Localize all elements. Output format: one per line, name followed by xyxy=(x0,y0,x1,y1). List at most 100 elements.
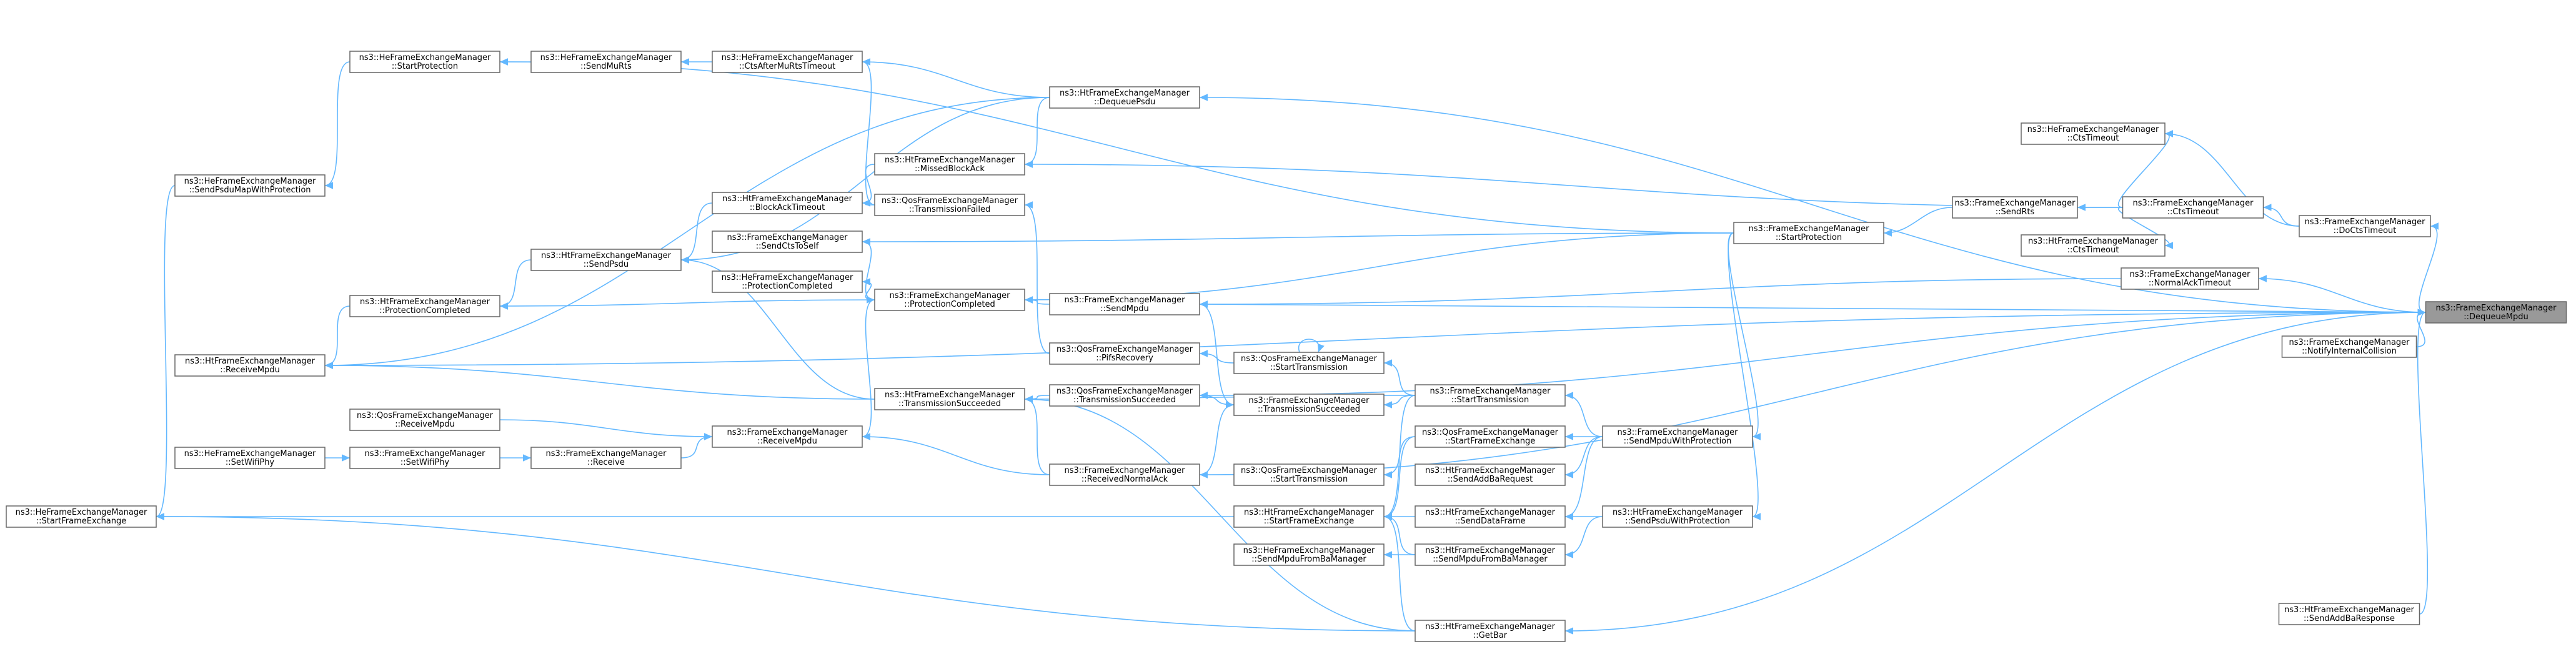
node-method-label: ::SendCtsToSelf xyxy=(756,242,819,251)
node-ht-transmission-succeeded[interactable]: ns3::HtFrameExchangeManager::Transmissio… xyxy=(874,388,1025,410)
node-ht-dequeue-psdu[interactable]: ns3::HtFrameExchangeManager::DequeuePsdu xyxy=(1049,86,1200,109)
node-method-label: ::SendMpduFromBaManager xyxy=(1251,555,1366,564)
node-class-label: ns3::QosFrameExchangeManager xyxy=(1241,354,1378,364)
node-box xyxy=(1049,384,1200,407)
node-he-cts-timeout[interactable]: ns3::HeFrameExchangeManager::CtsTimeout xyxy=(2021,122,2166,145)
node-ht-send-data-frame[interactable]: ns3::HtFrameExchangeManager::SendDataFra… xyxy=(1415,505,1566,528)
node-fem-send-rts[interactable]: ns3::FrameExchangeManager::SendRts xyxy=(1952,196,2078,219)
node-method-label: ::SendAddBaResponse xyxy=(2304,614,2395,623)
node-ht-block-ack-timeout[interactable]: ns3::HtFrameExchangeManager::BlockAckTim… xyxy=(712,192,863,214)
call-edge-ht_get_bar-to-ht_transmission_succeeded xyxy=(1024,395,1416,632)
node-fem-send-mpdu[interactable]: ns3::FrameExchangeManager::SendMpdu xyxy=(1049,293,1200,315)
node-box xyxy=(2299,215,2431,237)
node-fem-protection-completed[interactable]: ns3::FrameExchangeManager::ProtectionCom… xyxy=(874,289,1025,311)
node-method-label: ::DequeueMpdu xyxy=(2464,312,2528,322)
call-edge-ht_send_psdu-to-ht_protection_completed xyxy=(499,259,532,310)
node-box xyxy=(349,447,500,469)
node-class-label: ns3::HtFrameExchangeManager xyxy=(2028,237,2159,246)
node-class-label: ns3::FrameExchangeManager xyxy=(2132,199,2254,208)
node-fem-normal-ack-timeout[interactable]: ns3::FrameExchangeManager::NormalAckTime… xyxy=(2121,267,2259,290)
node-ht-send-psdu[interactable]: ns3::HtFrameExchangeManager::SendPsdu xyxy=(530,249,682,271)
node-he-protection-completed[interactable]: ns3::HeFrameExchangeManager::ProtectionC… xyxy=(712,270,863,293)
node-class-label: ns3::FrameExchangeManager xyxy=(727,428,848,437)
node-fem-received-normal-ack[interactable]: ns3::FrameExchangeManager::ReceivedNorma… xyxy=(1049,463,1200,486)
node-he-send-mpdu-from-ba-manager[interactable]: ns3::HeFrameExchangeManager::SendMpduFro… xyxy=(1233,543,1385,566)
node-he-send-psdu-map-with-protection[interactable]: ns3::HeFrameExchangeManager::SendPsduMap… xyxy=(174,174,326,197)
node-fem-receive[interactable]: ns3::FrameExchangeManager::Receive xyxy=(530,447,682,469)
node-box xyxy=(1415,505,1566,528)
node-class-label: ns3::QosFrameExchangeManager xyxy=(357,411,494,420)
node-fem-do-cts-timeout[interactable]: ns3::FrameExchangeManager::DoCtsTimeout xyxy=(2299,215,2431,237)
call-edge-fem_start_transmission-to-qos_start_transmission_a xyxy=(1383,359,1416,396)
node-fem-start-transmission[interactable]: ns3::FrameExchangeManager::StartTransmis… xyxy=(1415,384,1566,407)
node-fem-start-protection[interactable]: ns3::FrameExchangeManager::StartProtecti… xyxy=(1733,222,1884,244)
node-he-cts-after-mu-rts-timeout[interactable]: ns3::HeFrameExchangeManager::CtsAfterMuR… xyxy=(712,51,863,73)
call-edge-dequeue_mpdu-to-ht_dequeue_psdu xyxy=(1199,94,2426,313)
node-qos-pifs-recovery[interactable]: ns3::QosFrameExchangeManager::PifsRecove… xyxy=(1049,342,1200,365)
call-edge-fem_start_transmission-to-ht_start_frame_exchange xyxy=(1383,395,1416,520)
node-box xyxy=(874,194,1025,216)
node-he-set-wifi-phy[interactable]: ns3::HeFrameExchangeManager::SetWifiPhy xyxy=(174,447,326,469)
node-ht-get-bar[interactable]: ns3::HtFrameExchangeManager::GetBar xyxy=(1415,620,1566,642)
node-fem-send-cts-to-self[interactable]: ns3::FrameExchangeManager::SendCtsToSelf xyxy=(712,230,863,253)
node-ht-protection-completed[interactable]: ns3::HtFrameExchangeManager::ProtectionC… xyxy=(349,295,500,317)
node-he-start-frame-exchange[interactable]: ns3::HeFrameExchangeManager::StartFrameE… xyxy=(6,505,157,528)
node-method-label: ::PifsRecovery xyxy=(1096,354,1153,363)
node-fem-send-mpdu-with-protection[interactable]: ns3::FrameExchangeManager::SendMpduWithP… xyxy=(1602,425,1753,448)
node-ht-receive-mpdu[interactable]: ns3::HtFrameExchangeManager::ReceiveMpdu xyxy=(174,354,326,377)
node-class-label: ns3::HtFrameExchangeManager xyxy=(2284,605,2415,615)
node-box xyxy=(1049,463,1200,486)
node-he-start-protection[interactable]: ns3::HeFrameExchangeManager::StartProtec… xyxy=(349,51,500,73)
node-class-label: ns3::FrameExchangeManager xyxy=(1064,295,1185,305)
node-class-label: ns3::HtFrameExchangeManager xyxy=(885,390,1015,400)
call-edge-fem_start_protection-to-fem_send_cts_to_self xyxy=(862,232,1734,245)
node-fem-cts-timeout[interactable]: ns3::FrameExchangeManager::CtsTimeout xyxy=(2122,196,2264,219)
node-ht-start-frame-exchange[interactable]: ns3::HtFrameExchangeManager::StartFrameE… xyxy=(1233,505,1385,528)
node-ht-missed-block-ack[interactable]: ns3::HtFrameExchangeManager::MissedBlock… xyxy=(874,153,1025,176)
node-method-label: ::DequeuePsdu xyxy=(1094,97,1155,107)
node-method-label: ::TransmissionFailed xyxy=(909,205,990,214)
node-qos-transmission-failed[interactable]: ns3::QosFrameExchangeManager::Transmissi… xyxy=(874,194,1025,216)
node-class-label: ns3::HeFrameExchangeManager xyxy=(2027,125,2159,134)
node-qos-start-transmission-b[interactable]: ns3::QosFrameExchangeManager::StartTrans… xyxy=(1233,463,1385,486)
node-fem-transmission-succeeded[interactable]: ns3::FrameExchangeManager::TransmissionS… xyxy=(1233,394,1385,416)
node-fem-set-wifi-phy[interactable]: ns3::FrameExchangeManager::SetWifiPhy xyxy=(349,447,500,469)
call-edge-dequeue_mpdu-to-ht_get_bar xyxy=(1564,312,2426,635)
node-class-label: ns3::FrameExchangeManager xyxy=(545,449,667,458)
node-ht-send-mpdu-from-ba-manager[interactable]: ns3::HtFrameExchangeManager::SendMpduFro… xyxy=(1415,543,1566,566)
call-edge-dequeue_mpdu-to-fem_received_normal_ack xyxy=(1199,312,2426,478)
node-dequeue-mpdu[interactable]: ns3::FrameExchangeManager::DequeueMpdu xyxy=(2425,301,2567,324)
node-qos-transmission-succeeded[interactable]: ns3::QosFrameExchangeManager::Transmissi… xyxy=(1049,384,1200,407)
node-method-label: ::MissedBlockAck xyxy=(915,164,985,174)
node-qos-start-frame-exchange[interactable]: ns3::QosFrameExchangeManager::StartFrame… xyxy=(1415,425,1566,448)
node-box xyxy=(349,409,500,431)
node-method-label: ::SendDataFrame xyxy=(1455,517,1525,526)
node-qos-receive-mpdu[interactable]: ns3::QosFrameExchangeManager::ReceiveMpd… xyxy=(349,409,500,431)
node-ht-send-add-ba-request[interactable]: ns3::HtFrameExchangeManager::SendAddBaRe… xyxy=(1415,463,1566,486)
node-box xyxy=(1952,196,2078,219)
call-edge-ht_dequeue_psdu-to-he_cts_after_mu_rts_timeout xyxy=(862,58,1050,98)
call-edge-fem_protection_completed-to-ht_protection_completed xyxy=(499,299,875,310)
node-method-label: ::StartTransmission xyxy=(1270,363,1348,372)
node-box xyxy=(1415,384,1566,407)
node-box xyxy=(174,447,326,469)
node-ht-send-add-ba-response[interactable]: ns3::HtFrameExchangeManager::SendAddBaRe… xyxy=(2278,603,2420,625)
node-box xyxy=(1049,293,1200,315)
call-edge-fem_received_normal_ack-to-fem_receive_mpdu xyxy=(862,433,1050,475)
call-edge-fem_receive-to-fem_receive_mpdu xyxy=(680,433,713,458)
node-box xyxy=(2278,603,2420,625)
node-box xyxy=(1233,394,1385,416)
node-box xyxy=(2021,122,2166,145)
node-fem-receive-mpdu[interactable]: ns3::FrameExchangeManager::ReceiveMpdu xyxy=(712,425,863,448)
call-edge-fem_received_normal_ack-to-ht_transmission_succeeded xyxy=(1024,395,1050,475)
node-fem-notify-internal-collision[interactable]: ns3::FrameExchangeManager::NotifyInterna… xyxy=(2281,335,2417,358)
node-qos-start-transmission-a[interactable]: ns3::QosFrameExchangeManager::StartTrans… xyxy=(1233,352,1385,374)
node-ht-send-psdu-with-protection[interactable]: ns3::HtFrameExchangeManager::SendPsduWit… xyxy=(1602,505,1753,528)
call-edge-dequeue_mpdu-to-ht_receive_mpdu xyxy=(324,312,2426,369)
node-ht-cts-timeout[interactable]: ns3::HtFrameExchangeManager::CtsTimeout xyxy=(2021,234,2166,257)
node-he-send-mu-rts[interactable]: ns3::HeFrameExchangeManager::SendMuRts xyxy=(530,51,682,73)
node-class-label: ns3::HtFrameExchangeManager xyxy=(722,194,853,204)
node-method-label: ::SendAddBaRequest xyxy=(1448,475,1533,484)
node-class-label: ns3::FrameExchangeManager xyxy=(727,233,848,242)
